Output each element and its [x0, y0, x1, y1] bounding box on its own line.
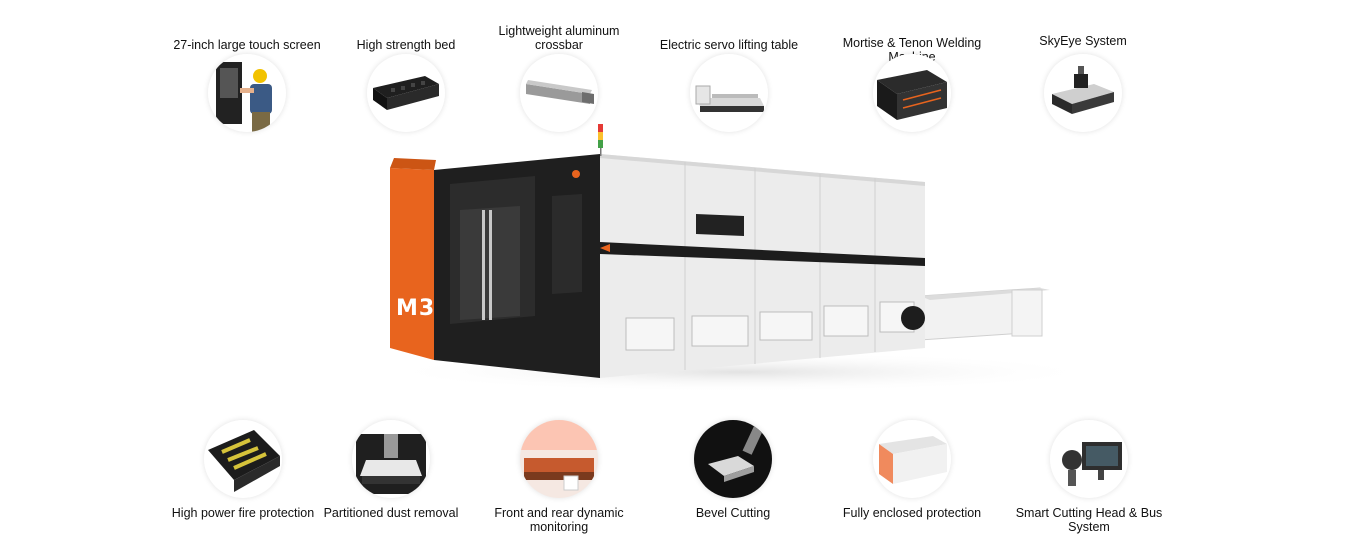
enclosure-icon	[873, 420, 951, 498]
monitoring-icon	[520, 420, 598, 498]
feature-label: Smart Cutting Head & Bus System	[1015, 506, 1163, 534]
lifting-table-icon	[690, 54, 768, 132]
cutting-head-icon	[1050, 420, 1128, 498]
feature-bevel: Bevel Cutting	[658, 420, 808, 540]
feature-label: Partitioned dust removal	[323, 506, 459, 520]
bevel-cutting-icon	[694, 420, 772, 498]
dust-removal-icon	[352, 420, 430, 498]
feature-welding: Mortise & Tenon Welding Machine	[837, 20, 987, 132]
bed-icon	[367, 54, 445, 132]
feature-monitoring: Front and rear dynamic monitoring	[484, 420, 634, 550]
feature-label: High power fire protection	[171, 506, 315, 520]
feature-label: 27-inch large touch screen	[173, 38, 321, 52]
crossbar-icon	[520, 54, 598, 132]
feature-label: Bevel Cutting	[695, 506, 771, 520]
feature-skyeye: SkyEye System	[1008, 20, 1158, 132]
touch-screen-icon	[208, 54, 286, 132]
feature-bed: High strength bed	[331, 20, 481, 132]
feature-touch-screen: 27-inch large touch screen	[172, 20, 322, 132]
feature-cutting-head: Smart Cutting Head & Bus System	[1014, 420, 1164, 540]
fire-protection-icon	[204, 420, 282, 498]
welding-icon	[873, 54, 951, 132]
feature-label: High strength bed	[356, 38, 456, 52]
laser-cutting-machine: M3	[360, 120, 1100, 392]
feature-lifting-table: Electric servo lifting table	[654, 20, 804, 132]
feature-label: Fully enclosed protection	[842, 506, 982, 520]
feature-label: Lightweight aluminum crossbar	[498, 24, 620, 52]
model-badge: M3	[396, 296, 436, 321]
feature-label: Front and rear dynamic monitoring	[494, 506, 624, 534]
camera-system-icon	[1044, 54, 1122, 132]
feature-label: Electric servo lifting table	[659, 38, 799, 52]
feature-label: SkyEye System	[1039, 34, 1127, 48]
feature-fire: High power fire protection	[168, 420, 318, 540]
feature-crossbar: Lightweight aluminum crossbar	[484, 20, 634, 132]
feature-dust: Partitioned dust removal	[316, 420, 466, 540]
feature-enclosed: Fully enclosed protection	[837, 420, 987, 540]
